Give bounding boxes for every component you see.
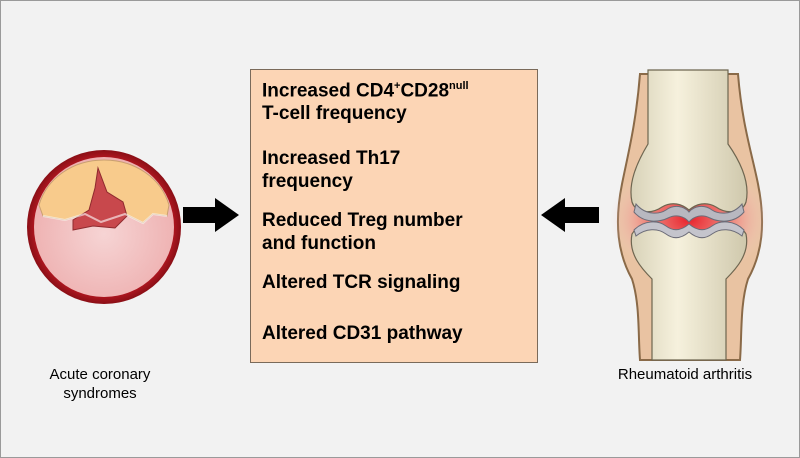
left-caption-line1: Acute coronary — [49, 366, 151, 383]
finding-tcr: Altered TCR signaling — [262, 271, 532, 294]
finding-text-line2: T-cell frequency — [262, 103, 407, 125]
finding-th17: Increased Th17 frequency — [262, 147, 532, 193]
knee-joint-icon — [609, 69, 769, 361]
finding-text-line2: and function — [262, 233, 376, 254]
left-arrow-icon — [541, 198, 599, 232]
finding-text: Altered CD31 pathway — [262, 323, 463, 344]
superscript-null: null — [449, 80, 469, 92]
coronary-artery-cross-section-icon — [27, 150, 181, 304]
finding-cd4-cd28null: Increased CD4+CD28null T-cell frequency — [262, 75, 532, 125]
finding-text: Increased CD4 — [262, 80, 395, 102]
left-caption: Acute coronary syndromes — [10, 365, 190, 403]
right-caption: Rheumatoid arthritis — [617, 366, 753, 383]
finding-text: Altered TCR signaling — [262, 272, 461, 293]
finding-text-line2: frequency — [262, 171, 353, 192]
left-caption-line2: syndromes — [63, 385, 137, 402]
finding-text: Reduced Treg number — [262, 210, 463, 231]
finding-text: CD28 — [400, 80, 450, 102]
findings-box: Increased CD4+CD28null T-cell frequency … — [250, 69, 538, 363]
right-arrow-icon — [183, 198, 239, 232]
finding-treg: Reduced Treg number and function — [262, 209, 532, 255]
finding-cd31: Altered CD31 pathway — [262, 322, 532, 345]
superscript-plus: + — [394, 80, 401, 92]
finding-text: Increased Th17 — [262, 148, 401, 169]
